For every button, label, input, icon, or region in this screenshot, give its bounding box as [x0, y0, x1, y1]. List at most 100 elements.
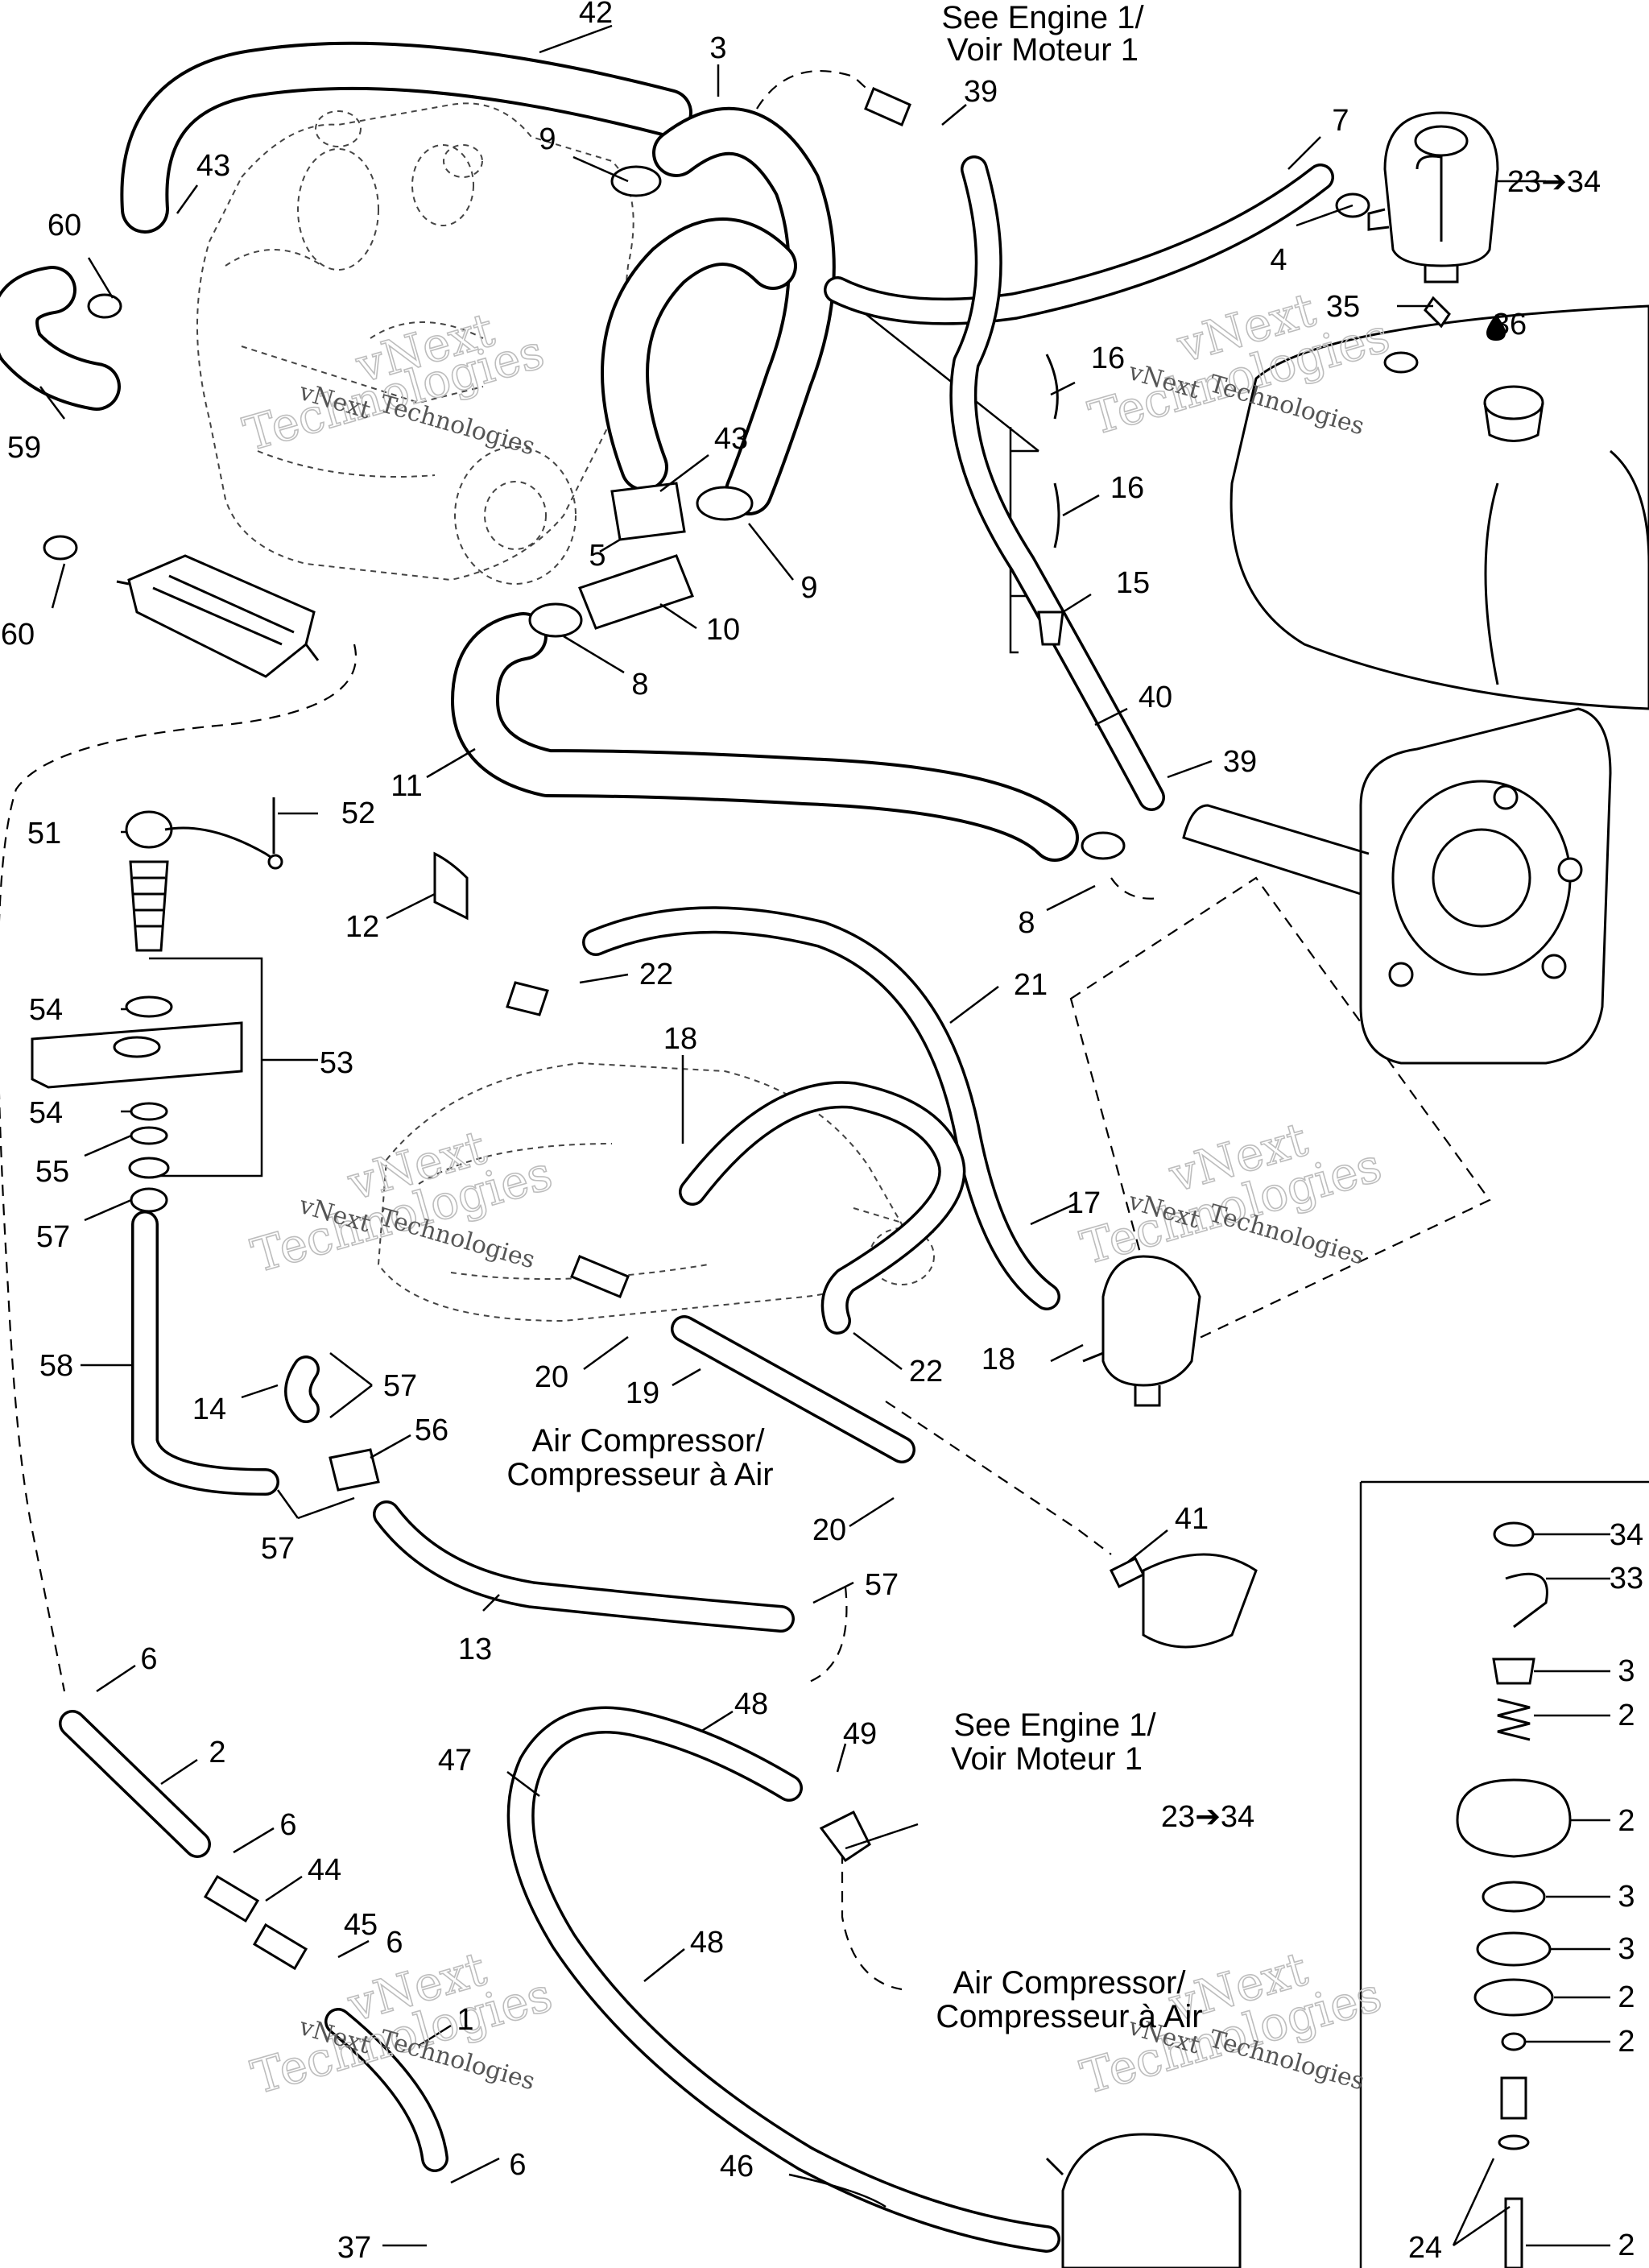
callout-c9b: 9 [800, 571, 817, 605]
callout-c35: 35 [1326, 290, 1360, 324]
hoses-lower [59, 1706, 1242, 2268]
note-air-compressor-bottom-1: Air Compressor/ [953, 1965, 1187, 2001]
callout-k2a: 2 [1618, 1699, 1635, 1732]
callout-c6c: 6 [386, 1926, 403, 1960]
callout-c56: 56 [415, 1413, 448, 1447]
callout-c58: 58 [39, 1349, 73, 1383]
muffler-assembly [1230, 304, 1649, 710]
filler-neck-assembly [31, 797, 283, 1213]
note-see-engine-bottom-1: See Engine 1/ [953, 1707, 1156, 1743]
callout-c8a: 8 [631, 668, 648, 702]
callout-c39b: 39 [1223, 745, 1257, 779]
callout-c57d: 57 [865, 1568, 899, 1602]
watermark: vNext Technologies vNext Technologies [1074, 1111, 1387, 1276]
callout-c57c: 57 [261, 1532, 295, 1566]
callout-c22a: 22 [639, 958, 673, 991]
callout-c9a: 9 [539, 122, 556, 156]
exhaust-plate [1182, 707, 1612, 1065]
callout-c57b: 57 [383, 1369, 417, 1403]
callout-c16a: 16 [1091, 341, 1125, 375]
callout-c22b: 22 [909, 1355, 943, 1389]
callout-c47: 47 [438, 1744, 472, 1778]
callout-c48b: 48 [690, 1926, 724, 1960]
callout-c42: 42 [579, 0, 613, 30]
callout-c4: 4 [1270, 243, 1287, 277]
callout-c44: 44 [308, 1853, 341, 1887]
callout-c41: 41 [1175, 1502, 1209, 1536]
callout-c52: 52 [341, 797, 375, 830]
callout-c24: 24 [1408, 2231, 1442, 2265]
callout-c20a: 20 [535, 1360, 568, 1394]
callout-k3y: 3 [1618, 1880, 1635, 1914]
note-see-engine-top-2: Voir Moteur 1 [947, 32, 1139, 68]
callout-c53: 53 [320, 1046, 353, 1080]
callout-c37: 37 [337, 2231, 371, 2265]
callout-c18a: 18 [663, 1022, 697, 1056]
intercooler [116, 554, 320, 678]
notes: See Engine 1/ Voir Moteur 1 Air Compress… [506, 0, 1202, 2034]
callout-c60b: 60 [1, 618, 35, 652]
callout-c43b: 43 [714, 422, 748, 456]
callout-c49: 49 [843, 1717, 877, 1751]
callout-c6d: 6 [509, 2148, 526, 2182]
callout-c18b: 18 [982, 1343, 1015, 1376]
callout-c12: 12 [345, 910, 379, 944]
callout-c23a: 23➔34 [1507, 165, 1601, 199]
callout-c14: 14 [192, 1393, 226, 1426]
callout-c7: 7 [1332, 104, 1349, 138]
callout-c60a: 60 [48, 209, 81, 242]
callout-k2c: 2 [1618, 1980, 1635, 2014]
callout-k3z: 3 [1618, 1932, 1635, 1966]
engine-assembly [196, 102, 634, 585]
callout-c23b: 23➔34 [1161, 1800, 1254, 1834]
callout-c11: 11 [391, 769, 422, 803]
callout-k2e: 2 [1618, 2229, 1635, 2262]
callout-c45: 45 [344, 1908, 378, 1942]
callout-k2d: 2 [1618, 2025, 1635, 2059]
hoses-upper [0, 41, 1079, 862]
callout-c57a: 57 [36, 1220, 70, 1254]
callout-k2b: 2 [1618, 1804, 1635, 1838]
callout-c8b: 8 [1018, 906, 1035, 940]
callout-k33: 33 [1610, 1562, 1643, 1595]
callout-c6a: 6 [140, 1642, 157, 1676]
coolant-reservoir-top [1367, 111, 1499, 284]
callout-c10: 10 [706, 613, 740, 647]
small-canister [1082, 1255, 1201, 1407]
callout-c1: 1 [457, 2003, 473, 2037]
reservoir-kit-exploded [1456, 1521, 1572, 2268]
callout-c5: 5 [589, 539, 605, 573]
callout-c16b: 16 [1110, 471, 1144, 505]
note-air-compressor-bottom-2: Compresseur à Air [936, 1999, 1202, 2034]
callout-c59: 59 [7, 431, 41, 465]
callout-c6b: 6 [279, 1808, 296, 1842]
note-air-compressor-top-2: Compresseur à Air [506, 1457, 773, 1492]
callout-c46: 46 [720, 2150, 754, 2183]
drop-icon [1486, 314, 1506, 341]
callout-c43a: 43 [196, 149, 230, 183]
callout-c40: 40 [1139, 681, 1172, 714]
callout-c39a: 39 [964, 75, 998, 109]
callout-c48a: 48 [734, 1687, 768, 1721]
watermark: vNext Technologies vNext Technologies [245, 1119, 558, 1284]
note-see-engine-bottom-2: Voir Moteur 1 [951, 1741, 1143, 1777]
small-parts [43, 86, 1451, 1863]
callout-c3: 3 [709, 31, 726, 65]
callout-c51: 51 [27, 817, 61, 850]
callout-k34: 34 [1610, 1518, 1643, 1552]
callout-c17: 17 [1067, 1186, 1101, 1220]
callout-c55: 55 [35, 1155, 69, 1189]
callout-c19: 19 [626, 1376, 659, 1410]
note-see-engine-top-1: See Engine 1/ [941, 0, 1144, 35]
leader-lines [39, 24, 1610, 2247]
dashed-guide-lines [0, 70, 1649, 2268]
callout-k3x: 3 [1618, 1654, 1635, 1688]
callout-c13: 13 [458, 1633, 492, 1666]
note-air-compressor-top-1: Air Compressor/ [532, 1423, 766, 1459]
callout-c2: 2 [209, 1736, 225, 1769]
callout-c15: 15 [1116, 566, 1150, 600]
hoses-middle [131, 155, 1334, 1633]
callout-c20b: 20 [812, 1513, 846, 1547]
